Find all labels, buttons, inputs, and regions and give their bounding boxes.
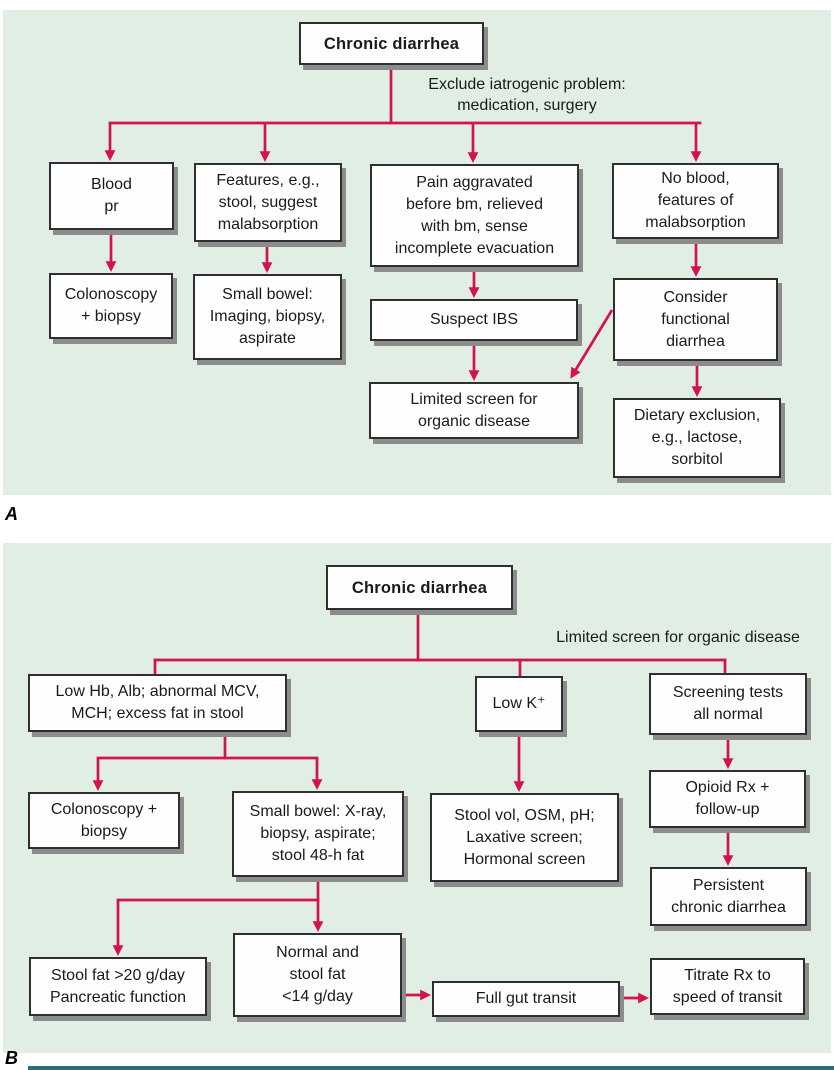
figure-label-b: B [5, 1048, 18, 1068]
node-persistent-diarrhea: Persistent chronic diarrhea [650, 867, 807, 926]
node-colonoscopy-biopsy-b: Colonoscopy + biopsy [28, 792, 180, 849]
node-blood-pr: Blood pr [49, 162, 174, 230]
note-limited-screen: Limited screen for organic disease [556, 629, 800, 646]
node-pain-aggravated: Pain aggravated before bm, relieved with… [370, 164, 579, 267]
node-small-bowel-xray: Small bowel: X-ray, biopsy, aspirate; st… [232, 791, 404, 877]
panel-b-flowchart: Chronic diarrhea Limited screen for orga… [3, 543, 831, 1053]
node-chronic-diarrhea-a: Chronic diarrhea [299, 22, 484, 65]
node-colonoscopy-biopsy-a: Colonoscopy + biopsy [49, 273, 173, 339]
node-suspect-ibs: Suspect IBS [370, 299, 578, 341]
node-stool-vol-osm: Stool vol, OSM, pH; Laxative screen; Hor… [430, 793, 619, 882]
node-dietary-exclusion: Dietary exclusion, e.g., lactose, sorbit… [613, 398, 781, 478]
node-opioid-rx: Opioid Rx + follow-up [649, 770, 806, 828]
node-small-bowel-imaging: Small bowel: Imaging, biopsy, aspirate [193, 274, 342, 360]
node-stool-fat-20: Stool fat >20 g/day Pancreatic function [29, 957, 207, 1016]
node-full-gut-transit: Full gut transit [432, 981, 620, 1017]
node-limited-screen: Limited screen for organic disease [369, 382, 579, 439]
node-consider-functional: Consider functional diarrhea [613, 278, 778, 361]
node-titrate-rx: Titrate Rx to speed of transit [650, 958, 805, 1015]
panel-a-flowchart: Chronic diarrhea Exclude iatrogenic prob… [3, 10, 831, 495]
bottom-rule [28, 1066, 834, 1070]
node-low-k: Low K⁺ [475, 676, 563, 732]
node-low-hb-alb: Low Hb, Alb; abnormal MCV, MCH; excess f… [28, 674, 287, 732]
note-exclude-iatrogenic: Exclude iatrogenic problem: medication, … [428, 76, 626, 114]
figure-label-a: A [5, 504, 18, 524]
node-normal-stool-fat: Normal and stool fat <14 g/day [233, 933, 402, 1017]
node-no-blood: No blood, features of malabsorption [612, 163, 779, 239]
node-chronic-diarrhea-b: Chronic diarrhea [326, 565, 513, 610]
node-screening-normal: Screening tests all normal [649, 673, 807, 735]
node-features-malabsorption: Features, e.g., stool, suggest malabsorp… [194, 163, 342, 242]
